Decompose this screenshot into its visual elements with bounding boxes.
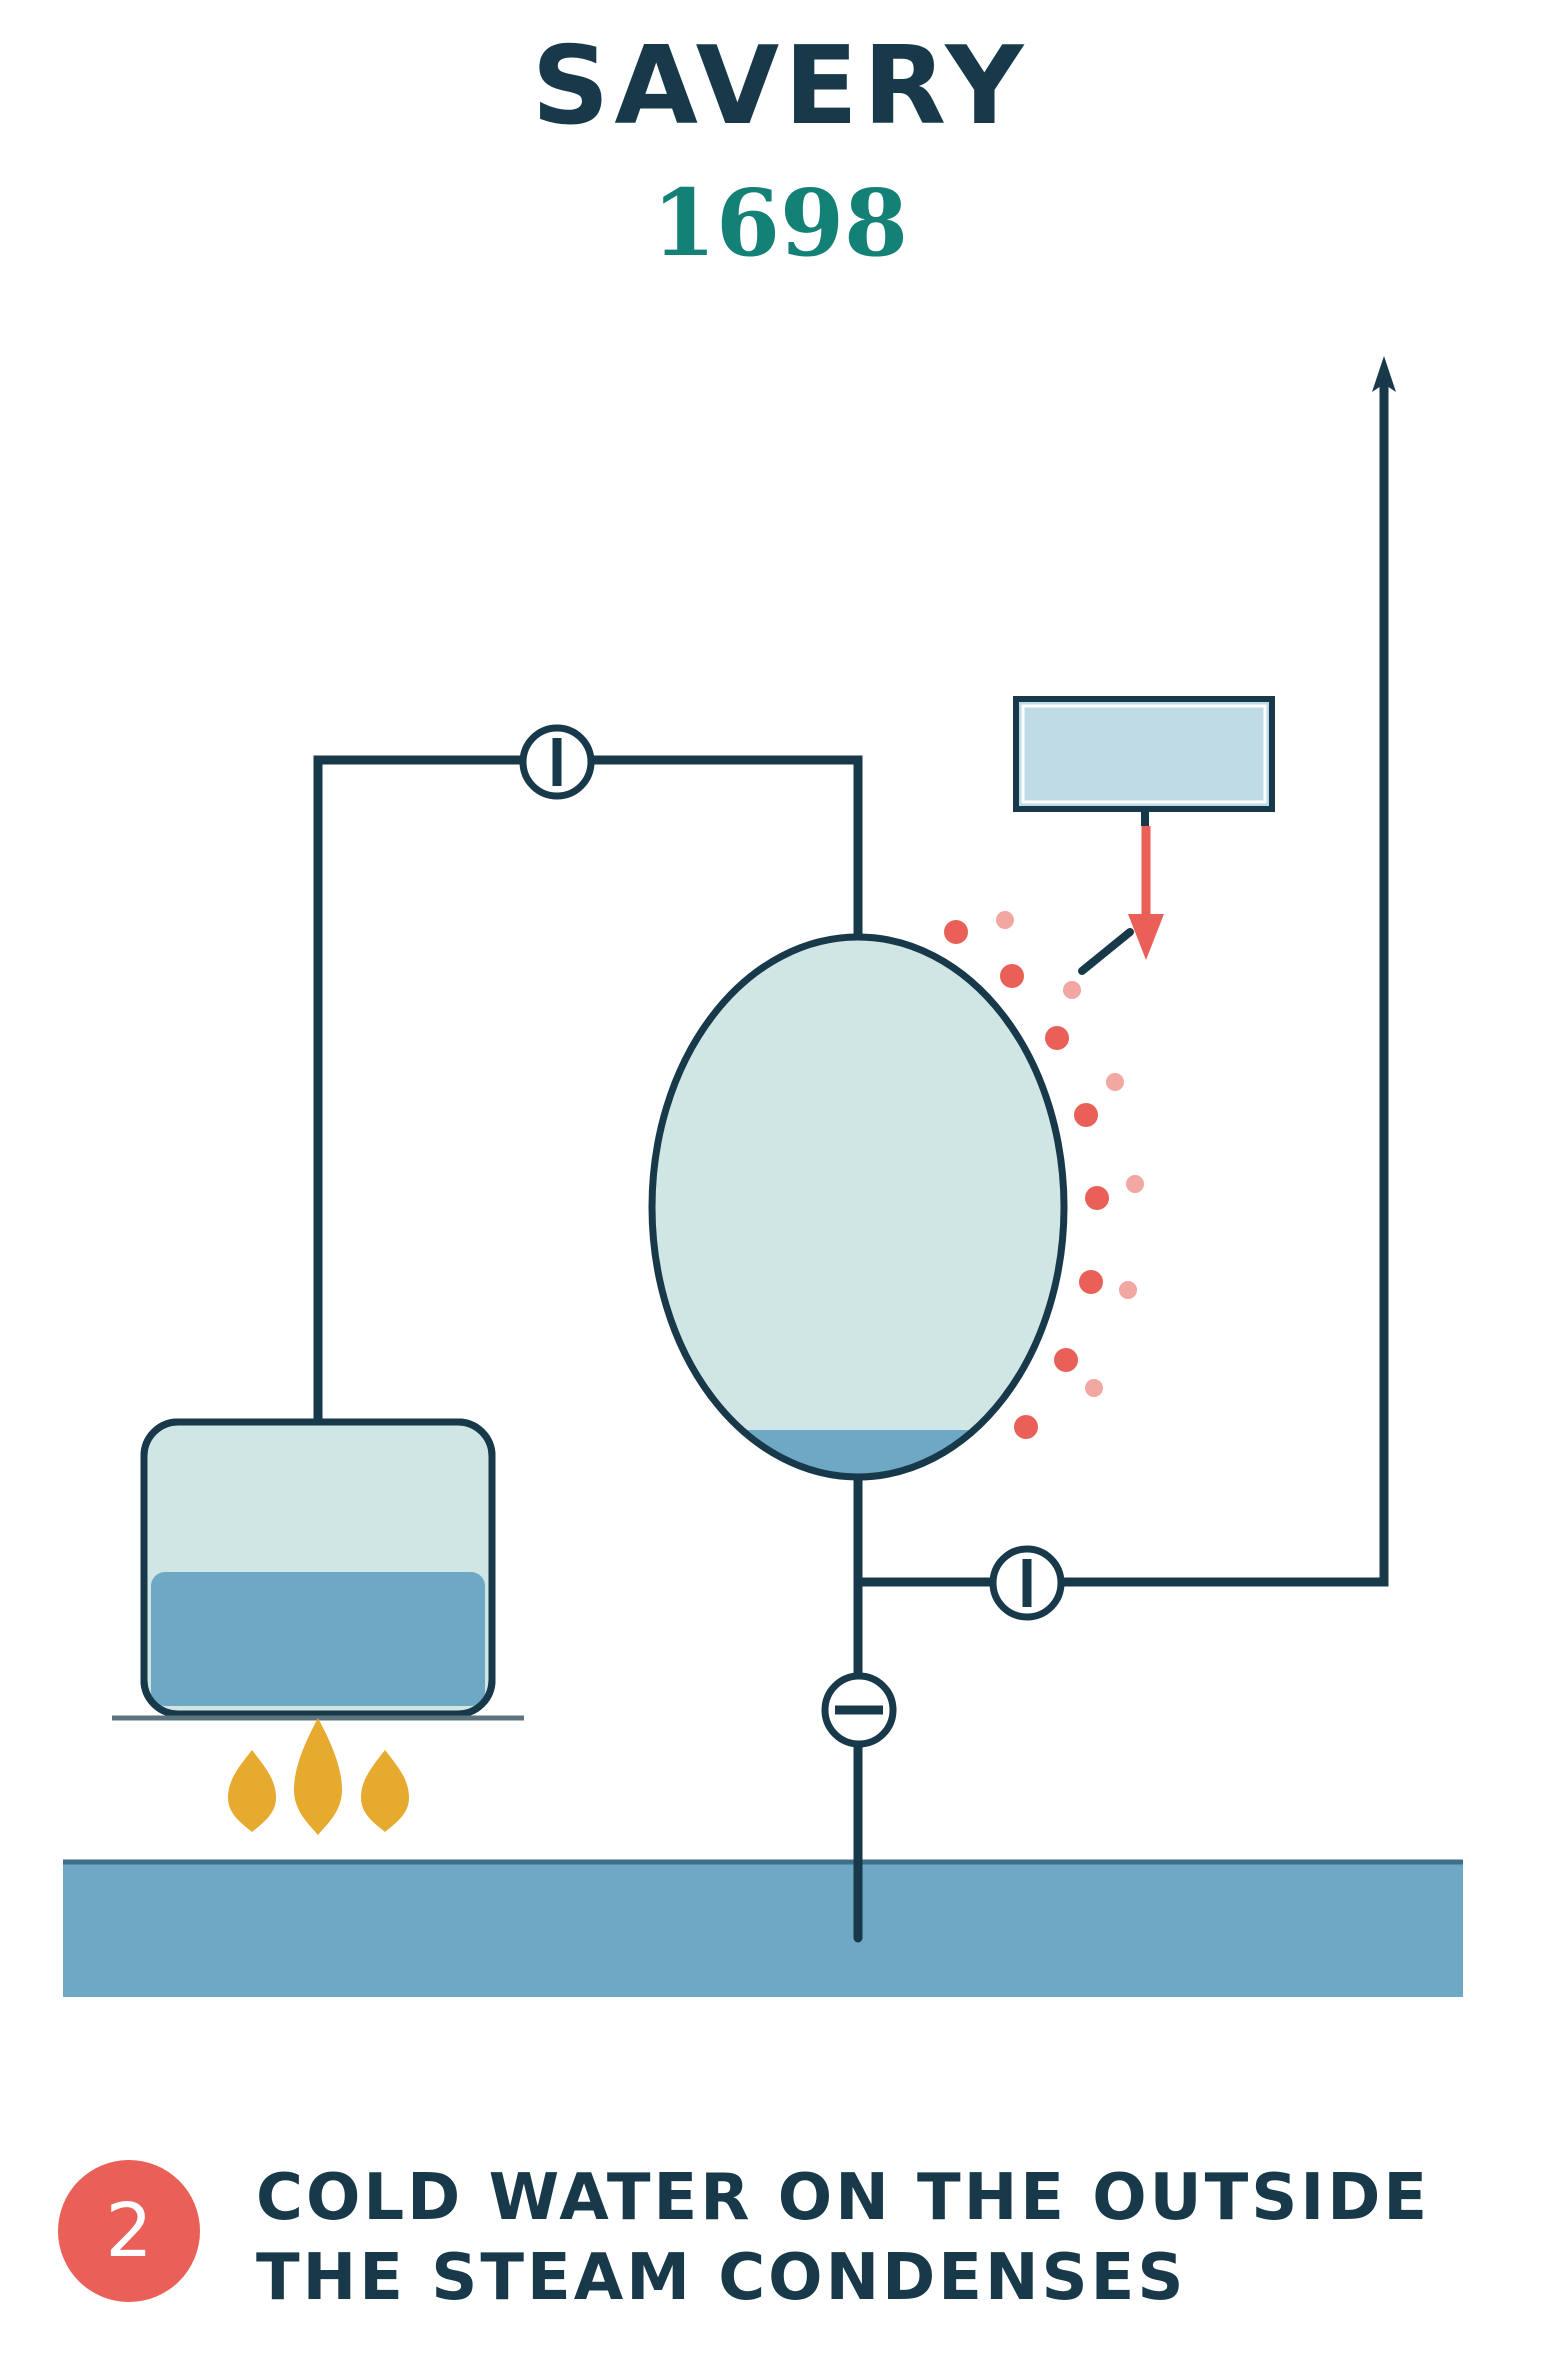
droplet <box>1085 1379 1103 1397</box>
caption-line-1: COLD WATER ON THE OUTSIDE <box>256 2161 1431 2235</box>
flame-icon <box>294 1718 342 1835</box>
droplet <box>996 911 1014 929</box>
droplet <box>1119 1281 1137 1299</box>
cold-water-droplets <box>944 911 1144 1439</box>
step-number-badge: 2 <box>58 2160 200 2302</box>
diagram-year: 1698 <box>651 169 909 277</box>
tap-spout <box>1078 928 1134 975</box>
flame-icon <box>228 1750 276 1832</box>
outlet-arrow-icon <box>1372 356 1396 392</box>
step-number: 2 <box>105 2188 153 2274</box>
valve-intake-closed <box>821 1672 897 1748</box>
droplet <box>1074 1103 1098 1127</box>
cold-water-tank <box>1013 696 1275 812</box>
water-reservoir <box>63 1860 1463 1997</box>
valve-top-open <box>519 724 595 800</box>
droplet <box>1000 964 1024 988</box>
droplet <box>1045 1026 1069 1050</box>
boiler <box>140 1418 496 1718</box>
diagram-title: SAVERY <box>531 24 1029 149</box>
droplet <box>1106 1073 1124 1091</box>
droplet <box>1079 1270 1103 1294</box>
caption-line-2: THE STEAM CONDENSES <box>256 2241 1187 2315</box>
flame-icon <box>361 1750 409 1832</box>
valve-outlet-open <box>989 1545 1065 1621</box>
droplet <box>1063 981 1081 999</box>
step-caption: COLD WATER ON THE OUTSIDE THE STEAM COND… <box>256 2158 1516 2318</box>
droplet <box>1054 1348 1078 1372</box>
boiler-water <box>151 1572 485 1706</box>
down-arrow-icon <box>1128 914 1164 960</box>
droplet <box>1126 1175 1144 1193</box>
droplet <box>1014 1415 1038 1439</box>
droplet <box>944 920 968 944</box>
steam-vessel <box>648 933 1068 1481</box>
droplet <box>1085 1186 1109 1210</box>
